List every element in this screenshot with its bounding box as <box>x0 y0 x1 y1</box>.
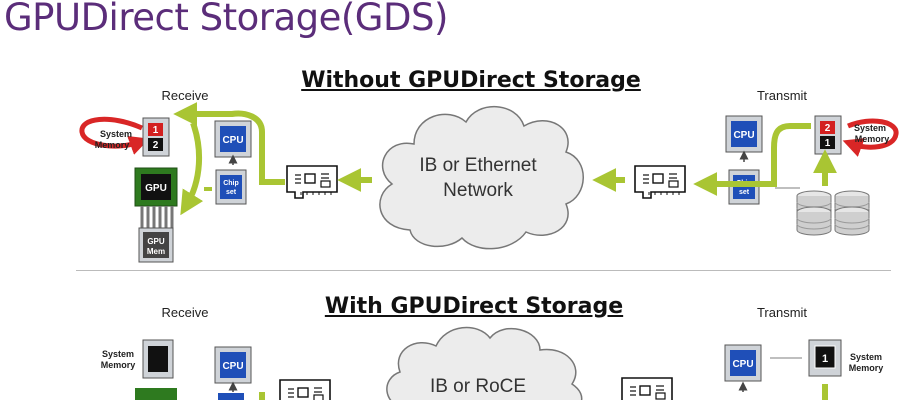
network-card-left-bottom <box>279 379 331 400</box>
svg-text:Mem: Mem <box>147 247 165 256</box>
section-title-with-gds: With GPUDirect Storage <box>324 294 624 319</box>
sysmem-left-label-2: Memory <box>95 140 130 150</box>
network-card-right <box>634 165 686 199</box>
cpu-chip-right-bottom: CPU <box>724 344 762 382</box>
svg-text:GPU: GPU <box>145 183 167 194</box>
network-label-bottom: IB or RoCE <box>430 376 526 397</box>
svg-text:2: 2 <box>825 123 831 134</box>
cpu-chip-left: CPU <box>214 120 252 158</box>
page-title: GPUDirect Storage(GDS) <box>4 0 448 39</box>
storage-disks <box>796 190 870 236</box>
sysmem-loop-arrow-left <box>79 116 150 155</box>
section-divider <box>76 270 891 271</box>
gpu-left: GPU <box>134 167 178 228</box>
svg-text:1: 1 <box>825 138 831 149</box>
sysmem-right-label-bottom-2: Memory <box>849 363 884 373</box>
svg-text:CPU: CPU <box>222 361 243 372</box>
transmit-label-bottom: Transmit <box>756 305 808 320</box>
svg-text:Chip: Chip <box>223 180 239 187</box>
svg-text:2: 2 <box>153 140 159 151</box>
flow-arrow-to-gpu <box>180 121 204 216</box>
chipset-left: Chip set <box>215 169 247 205</box>
network-card-left <box>286 165 338 199</box>
sysmem-right-label-2: Memory <box>855 134 890 144</box>
network-label-line1: IB or Ethernet <box>419 155 537 176</box>
flow-arrow-to-sysmem <box>173 102 285 185</box>
svg-text:1: 1 <box>822 353 828 365</box>
cpu-chip-left-bottom: CPU <box>214 346 252 384</box>
gpu-memory-left: GPU Mem <box>138 227 174 263</box>
network-cloud-bottom <box>386 326 583 400</box>
sysmem-left-label-bottom-1: System <box>102 349 134 359</box>
svg-text:set: set <box>226 189 237 196</box>
flow-arrow-from-sysmem <box>693 123 811 196</box>
svg-text:1: 1 <box>153 125 159 136</box>
section-title-without-gds: Without GPUDirect Storage <box>301 68 641 93</box>
svg-text:CPU: CPU <box>222 135 243 146</box>
receive-label-bottom: Receive <box>161 305 209 320</box>
sysmem-left-label-1: System <box>100 129 132 139</box>
memory-buffer-right: 2 1 <box>814 115 842 155</box>
sysmem-left-label-bottom-2: Memory <box>101 360 136 370</box>
svg-text:CPU: CPU <box>733 130 754 141</box>
svg-text:CPU: CPU <box>732 359 753 370</box>
memory-buffer-right-bottom: 1 <box>808 339 842 377</box>
cpu-chip-right: CPU <box>725 115 763 153</box>
memory-buffer-left: 1 2 <box>142 117 170 157</box>
sysmem-loop-arrow-right <box>842 118 899 157</box>
memory-buffer-left-bottom <box>142 339 174 379</box>
network-cloud-top <box>379 106 584 250</box>
network-label-line2: Network <box>443 180 513 201</box>
svg-text:set: set <box>739 189 750 196</box>
sysmem-right-label-bottom-1: System <box>850 352 882 362</box>
transmit-label-top: Transmit <box>756 88 808 103</box>
svg-text:GPU: GPU <box>147 237 165 246</box>
receive-label-top: Receive <box>161 88 209 103</box>
sysmem-right-label-1: System <box>854 123 886 133</box>
network-card-right-bottom <box>621 377 673 400</box>
